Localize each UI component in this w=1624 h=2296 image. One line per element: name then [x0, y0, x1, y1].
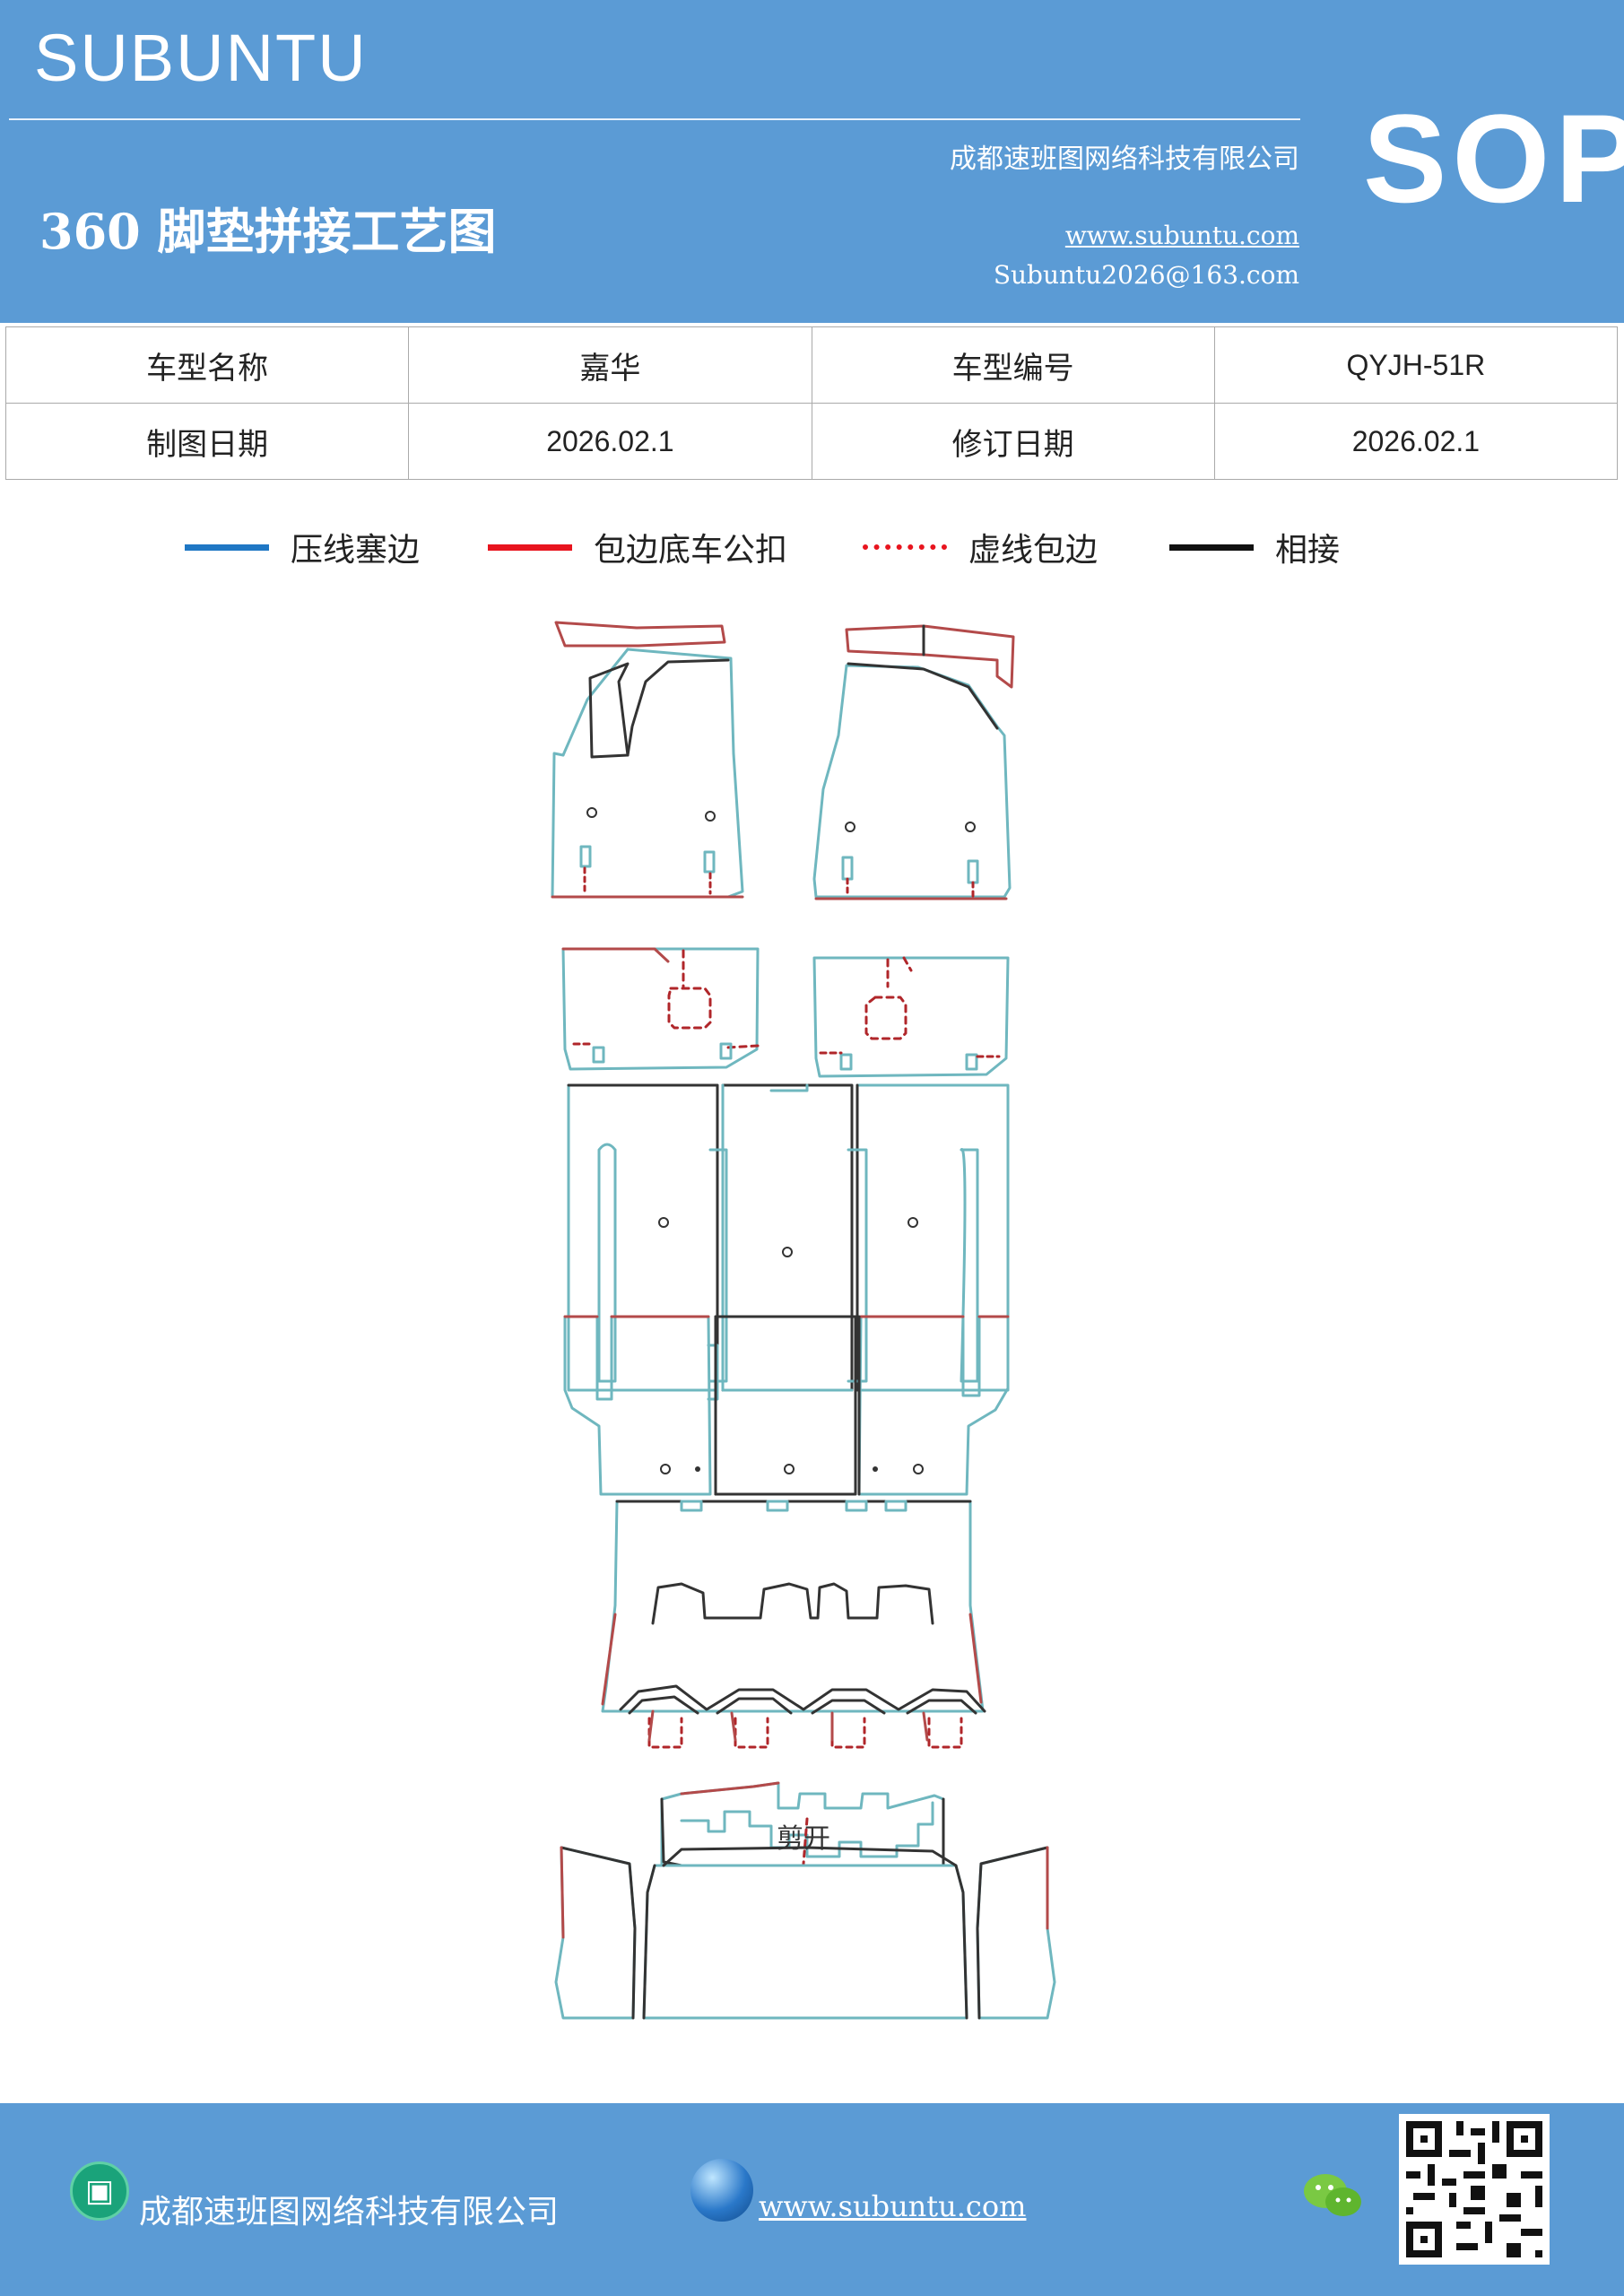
legend-item: 压线塞边 — [185, 520, 420, 574]
floor-mat-diagram: 剪开 — [551, 621, 1056, 2020]
email-address[interactable]: Subuntu2026@163.com — [993, 260, 1299, 290]
third-row-seat-mats — [567, 1083, 1010, 1392]
label-model-name: 车型名称 — [4, 326, 410, 404]
header-divider — [9, 118, 1300, 120]
vehicle-info-table: 车型名称 嘉华 车型编号 QYJH-51R 制图日期 2026.02.1 修订日… — [4, 326, 1619, 480]
website-link[interactable]: www.subuntu.com — [1064, 221, 1299, 250]
header-banner: SUBUNTU 成都速班图网络科技有限公司 360 脚垫拼接工艺图 www.su… — [0, 0, 1624, 323]
legend-label: 虚线包边 — [968, 532, 1099, 569]
cut-label: 剪开 — [777, 1823, 830, 1855]
value-model-code: QYJH-51R — [1213, 326, 1619, 404]
legend-swatch-red — [488, 544, 572, 551]
qr-code — [1399, 2114, 1550, 2265]
table-row: 车型名称 嘉华 车型编号 QYJH-51R — [4, 326, 1619, 404]
legend-label: 包边底车公扣 — [594, 532, 788, 569]
value-drawing-date: 2026.02.1 — [408, 403, 812, 480]
footer-company-name: 成都速班图网络科技有限公司 — [139, 2194, 560, 2231]
value-model-name: 嘉华 — [408, 326, 812, 404]
legend-label: 相接 — [1275, 532, 1341, 569]
wechat-icon[interactable] — [1302, 2170, 1365, 2223]
page-title: 360 脚垫拼接工艺图 — [39, 203, 497, 260]
rear-assembly-mat — [554, 1781, 1056, 2020]
label-revision-date: 修订日期 — [811, 403, 1215, 480]
legend-item: 虚线包边 — [863, 520, 1098, 574]
globe-icon — [690, 2159, 753, 2222]
front-right-mat — [812, 624, 1015, 900]
value-revision-date: 2026.02.1 — [1213, 403, 1619, 480]
cargo-mat — [601, 1500, 986, 1749]
footer-banner: ▣ 成都速班图网络科技有限公司 www.subuntu.com — [0, 2103, 1624, 2296]
line-legend: 压线塞边 包边底车公扣 虚线包边 相接 — [0, 520, 1624, 574]
sop-badge: SOP — [1363, 88, 1624, 229]
second-row-right-mat — [812, 956, 1010, 1078]
label-model-code: 车型编号 — [811, 326, 1215, 404]
label-drawing-date: 制图日期 — [4, 403, 410, 480]
second-row-left-mat — [561, 947, 760, 1071]
brand-name: SUBUNTU — [34, 21, 368, 95]
company-name: 成都速班图网络科技有限公司 — [950, 144, 1299, 175]
legend-item: 包边底车公扣 — [488, 520, 787, 574]
legend-swatch-red-dotted — [863, 544, 947, 550]
legend-swatch-black — [1169, 544, 1254, 551]
front-left-mat — [551, 621, 744, 899]
footer-website-link[interactable]: www.subuntu.com — [759, 2189, 1027, 2223]
table-row: 制图日期 2026.02.1 修订日期 2026.02.1 — [4, 403, 1619, 480]
legend-item: 相接 — [1169, 520, 1340, 574]
legend-swatch-blue — [185, 544, 269, 551]
fourth-row-seat-mats — [563, 1315, 1010, 1496]
legend-label: 压线塞边 — [291, 532, 421, 569]
building-icon: ▣ — [70, 2161, 129, 2221]
